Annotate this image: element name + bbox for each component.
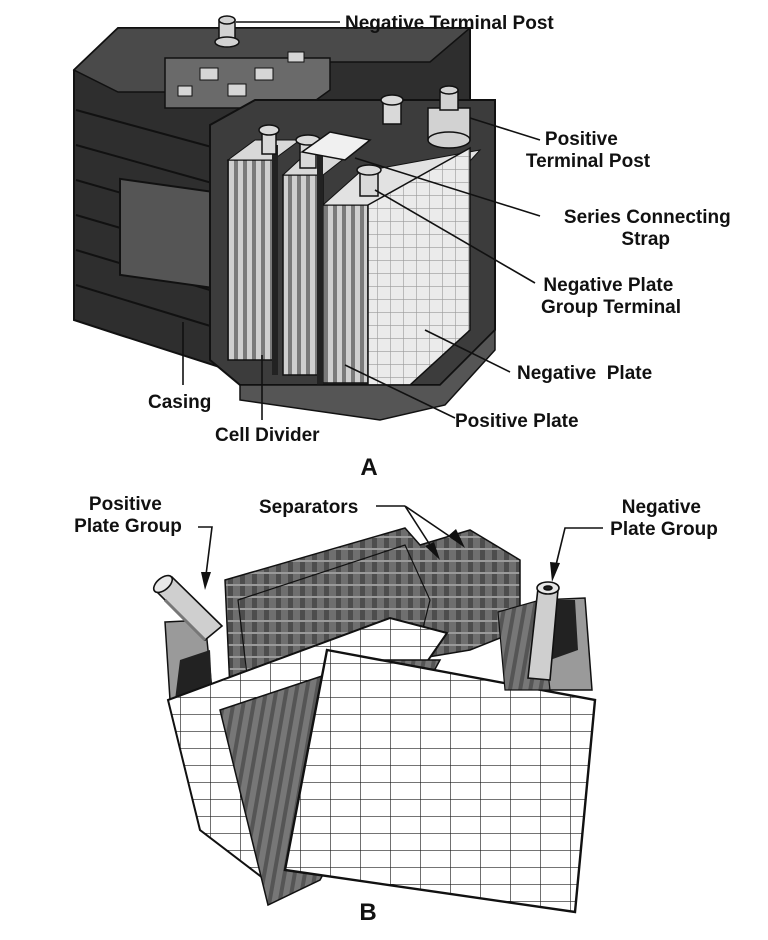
- label-negative-plate-group-terminal: Negative Plate Group Terminal: [541, 275, 681, 318]
- battery-cutaway-illustration: [72, 15, 496, 421]
- casing-panel: [119, 177, 219, 290]
- label-casing: Casing: [148, 392, 211, 413]
- label-separators: Separators: [259, 497, 358, 518]
- label-negative-terminal-post: Negative Terminal Post: [345, 13, 554, 34]
- plate-group-illustration: [152, 527, 597, 914]
- leader-lines-b: [198, 505, 603, 590]
- label-positive-plate-group: Positive Plate Group: [74, 494, 182, 537]
- leader-lines-a: [182, 21, 541, 420]
- negative-terminal-post-shape: [214, 15, 240, 48]
- label-positive-terminal-post: Positive Terminal Post: [526, 129, 651, 172]
- positive-terminal-post-shape: [427, 85, 471, 149]
- negative-plate-face: [367, 146, 471, 386]
- post-group: [258, 94, 404, 197]
- label-series-connecting-strap: Series Connecting Strap: [564, 207, 736, 250]
- labels-a: Negative Terminal Post Positive Terminal…: [148, 13, 736, 481]
- label-positive-plate: Positive Plate: [455, 411, 579, 432]
- caption-a: A: [360, 454, 377, 481]
- series-strap: [300, 131, 372, 161]
- labels-b: Positive Plate Group Separators Negative…: [74, 494, 718, 926]
- label-negative-plate-group: Negative Plate Group: [610, 497, 718, 540]
- positive-post-shape: [152, 574, 224, 642]
- caption-b: B: [359, 899, 376, 926]
- negative-post-shape: [527, 581, 560, 681]
- label-cell-divider: Cell Divider: [215, 425, 320, 446]
- label-negative-plate: Negative Plate: [517, 363, 652, 384]
- battery-base: [239, 328, 496, 421]
